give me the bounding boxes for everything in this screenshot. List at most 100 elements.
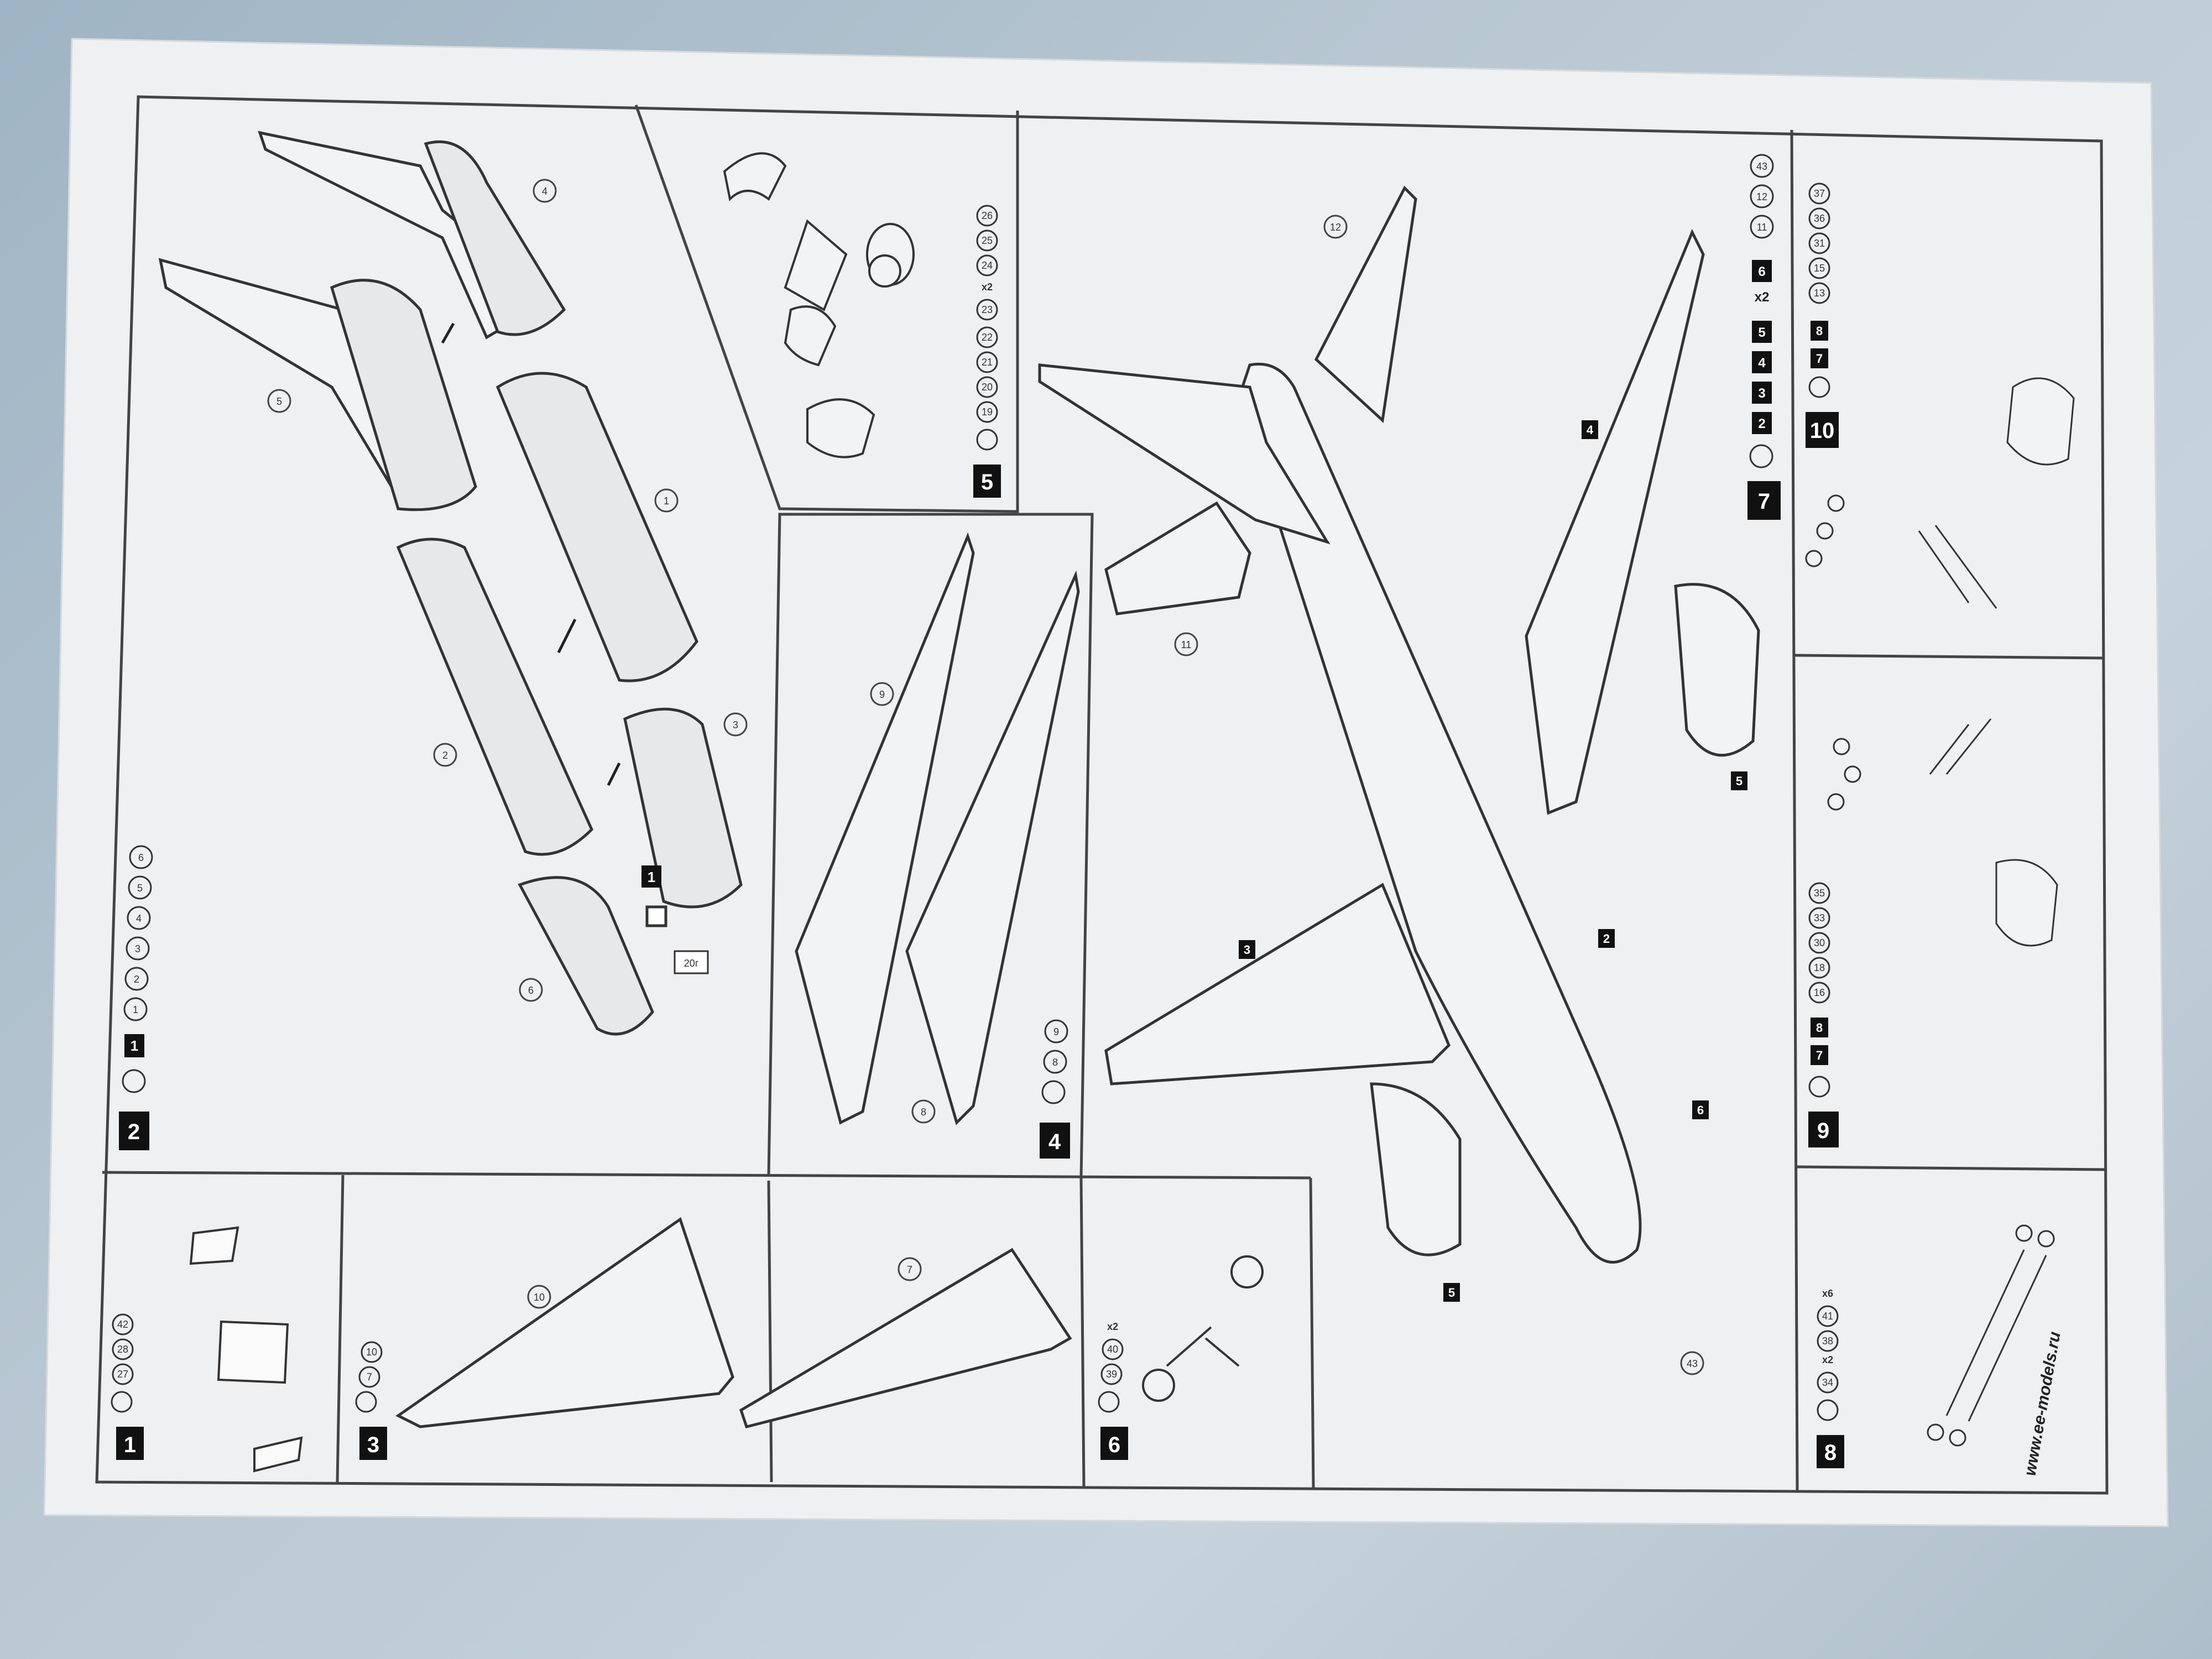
step-ref-badge bbox=[124, 1034, 144, 1057]
step-9: 9 7 8 16 18 30 33 35 bbox=[1808, 718, 2058, 1147]
glue-icon bbox=[1808, 1076, 1830, 1098]
step-5: 5 19 20 21 22 23 x2 24 25 26 bbox=[723, 152, 1001, 498]
step-9-badge bbox=[1808, 1112, 1839, 1147]
step-6-badge bbox=[1100, 1427, 1128, 1460]
part-number: 13 bbox=[1814, 288, 1825, 299]
part-number: 11 bbox=[1757, 222, 1767, 233]
part-number: 40 bbox=[1107, 1344, 1118, 1355]
step-7-number: 7 bbox=[1758, 489, 1770, 514]
multiplier: x6 bbox=[1822, 1288, 1833, 1299]
step-10: 10 7 8 13 15 31 36 37 bbox=[1805, 182, 2075, 609]
step-8-number: 8 bbox=[1824, 1441, 1837, 1465]
glue-icon bbox=[1098, 1391, 1120, 1413]
part-number: 19 bbox=[982, 406, 993, 418]
step-4: 4 8 9 9 8 bbox=[795, 532, 1080, 1159]
step-1-badge bbox=[116, 1427, 144, 1460]
aircraft-assembly-drawing bbox=[1038, 185, 1760, 1264]
step-3-badge bbox=[359, 1427, 387, 1460]
part-number: 27 bbox=[117, 1369, 128, 1380]
part-number: 1 bbox=[133, 1004, 138, 1015]
callout: 9 bbox=[879, 689, 885, 700]
step-1: 1 27 28 42 bbox=[111, 1226, 303, 1473]
step-1-number: 1 bbox=[124, 1433, 136, 1457]
step-ref: 7 bbox=[1816, 352, 1823, 366]
callout: 43 bbox=[1687, 1358, 1698, 1369]
part-number: 4 bbox=[136, 913, 142, 924]
callout: 5 bbox=[276, 396, 282, 407]
glue-icon bbox=[976, 429, 998, 451]
step-ref: 6 bbox=[1758, 264, 1765, 279]
part-number: 35 bbox=[1814, 888, 1825, 899]
weight-label: 20г bbox=[684, 958, 699, 969]
callout: 3 bbox=[1244, 943, 1250, 957]
part-number: 10 bbox=[366, 1347, 377, 1358]
part-number: 3 bbox=[135, 943, 140, 954]
step-ref-badge bbox=[641, 865, 661, 888]
part-number: 24 bbox=[982, 260, 993, 271]
part-number: 22 bbox=[982, 332, 993, 343]
part-number: 2 bbox=[134, 974, 139, 985]
step-4-number: 4 bbox=[1048, 1130, 1061, 1154]
part-number: 26 bbox=[982, 210, 993, 221]
part-number: 7 bbox=[367, 1371, 372, 1383]
part-number: 34 bbox=[1822, 1377, 1833, 1388]
step-2-badge bbox=[119, 1112, 149, 1150]
step-2-number: 2 bbox=[128, 1120, 140, 1144]
callout: 6 bbox=[528, 985, 534, 996]
step-3: 3 7 10 10 7 bbox=[355, 1217, 1072, 1460]
paper-sheet bbox=[43, 38, 2169, 1527]
step-ref: 5 bbox=[1758, 325, 1765, 340]
part-number: 21 bbox=[982, 357, 993, 368]
step-6: 6 39 40 x2 bbox=[1098, 1255, 1264, 1460]
callout: 1 bbox=[664, 495, 669, 507]
part-number: 6 bbox=[138, 852, 144, 863]
glue-icon bbox=[122, 1069, 146, 1093]
part-number: 31 bbox=[1814, 238, 1825, 249]
step-3-number: 3 bbox=[367, 1433, 379, 1457]
part-number: 20 bbox=[982, 382, 993, 393]
part-number: 28 bbox=[117, 1344, 128, 1355]
part-number: 43 bbox=[1756, 161, 1767, 172]
glue-icon bbox=[355, 1391, 377, 1413]
step-ref: 4 bbox=[1758, 356, 1766, 371]
step-ref: 8 bbox=[1816, 324, 1823, 338]
glue-icon bbox=[1041, 1080, 1066, 1104]
part-number: 30 bbox=[1814, 937, 1825, 948]
part-number: 42 bbox=[117, 1319, 128, 1330]
step-5-number: 5 bbox=[981, 470, 993, 494]
step-ref: 3 bbox=[1758, 386, 1765, 401]
step-4-badge bbox=[1040, 1123, 1070, 1159]
step-ref: 8 bbox=[1816, 1021, 1823, 1035]
part-number: 25 bbox=[982, 235, 993, 246]
part-number: 12 bbox=[1756, 191, 1767, 202]
glue-icon bbox=[1808, 376, 1830, 398]
multiplier: x2 bbox=[982, 281, 993, 293]
step-10-number: 10 bbox=[1810, 419, 1835, 443]
part-number: 18 bbox=[1814, 962, 1825, 973]
step-10-badge bbox=[1806, 412, 1839, 448]
part-number: 5 bbox=[137, 883, 143, 894]
callout: 8 bbox=[921, 1107, 926, 1118]
callout: 12 bbox=[1330, 222, 1341, 233]
part-number: 41 bbox=[1822, 1311, 1833, 1322]
fuselage-exploded-drawing bbox=[158, 131, 743, 1036]
callout: 10 bbox=[534, 1292, 545, 1303]
multiplier: x2 bbox=[1107, 1321, 1118, 1332]
callout: 4 bbox=[542, 186, 547, 197]
callout: 7 bbox=[907, 1264, 912, 1275]
glue-icon bbox=[111, 1391, 133, 1413]
part-number: 8 bbox=[1052, 1057, 1058, 1068]
callout: 11 bbox=[1181, 639, 1192, 650]
multiplier: x2 bbox=[1822, 1354, 1833, 1365]
step-ref: 7 bbox=[1816, 1048, 1823, 1062]
part-number: 9 bbox=[1053, 1026, 1059, 1037]
glue-icon bbox=[1749, 444, 1773, 468]
part-number: 15 bbox=[1814, 263, 1825, 274]
step-ref: 1 bbox=[648, 869, 655, 885]
engine-exploded-drawing bbox=[723, 152, 915, 458]
multiplier: x2 bbox=[1755, 290, 1770, 305]
glue-icon bbox=[1817, 1399, 1839, 1421]
part-number: 39 bbox=[1106, 1369, 1117, 1380]
step-7-badge bbox=[1747, 481, 1781, 520]
